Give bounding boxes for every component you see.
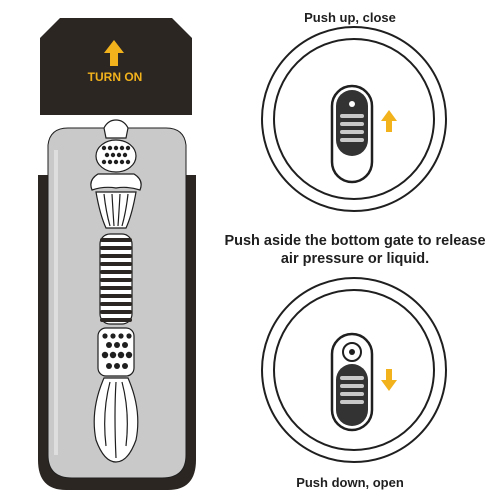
inner-sleeve bbox=[90, 119, 142, 463]
push-up-arrow-icon bbox=[381, 110, 397, 132]
push-down-arrow-icon bbox=[381, 369, 397, 391]
closed-caption: Push up, close bbox=[304, 10, 396, 25]
valve-slider-open bbox=[330, 332, 374, 432]
instruction-text: Push aside the bottom gate to release ai… bbox=[224, 233, 486, 267]
cap-label: TURN ON bbox=[87, 70, 143, 84]
up-arrow-icon bbox=[104, 40, 124, 66]
valve-slider-closed bbox=[330, 84, 374, 184]
valve-open-panel bbox=[261, 277, 447, 463]
open-caption: Push down, open bbox=[296, 475, 404, 490]
cap bbox=[40, 18, 192, 115]
valve-closed-panel bbox=[261, 26, 447, 212]
